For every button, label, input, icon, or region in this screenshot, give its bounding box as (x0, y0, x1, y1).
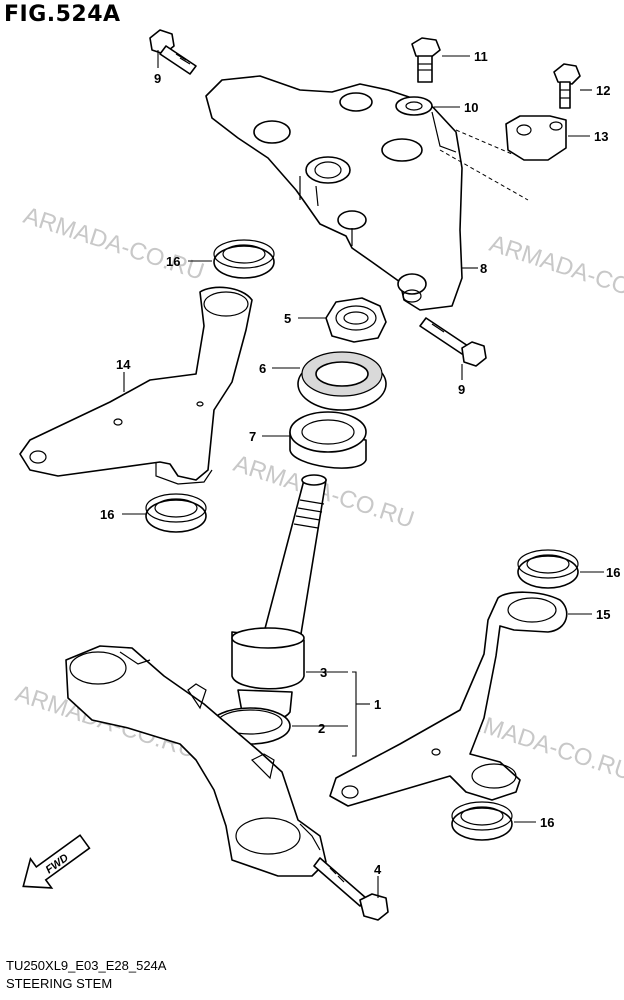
callout-1: 1 (374, 697, 381, 712)
watermark-1: ARMADA-CO.RU (20, 202, 207, 286)
part-15-right-bracket (329, 591, 592, 807)
figure-title: FIG.524A (4, 2, 121, 27)
part-14-left-bracket (19, 286, 253, 485)
part-6-bearing-race (272, 351, 387, 411)
callout-4: 4 (374, 862, 382, 877)
callout-2: 2 (318, 721, 325, 736)
callout-3: 3 (320, 665, 327, 680)
figure-code: TU250XL9_E03_E28_524A (6, 958, 167, 973)
fwd-arrow-icon: FWD (22, 834, 91, 889)
callout-16a: 16 (166, 254, 180, 269)
callout-15: 15 (596, 607, 610, 622)
part-16-dust-seal-a (188, 239, 275, 279)
callout-13: 13 (594, 129, 608, 144)
watermark-2: ARMADA-CO.RU (486, 230, 624, 314)
part-16-dust-seal-b (122, 493, 207, 533)
callout-12: 12 (596, 83, 610, 98)
part-9-bolt-bottom (419, 317, 487, 380)
figure-name: STEERING STEM (6, 976, 113, 991)
callout-11: 11 (474, 49, 488, 64)
part-16-dust-seal-d (451, 801, 536, 841)
callout-9a: 9 (154, 71, 161, 86)
part-16-dust-seal-c (517, 549, 604, 589)
part-10-washer (395, 96, 460, 116)
part-12-bolt (553, 63, 592, 109)
part-5-steering-nut (298, 297, 387, 343)
callout-16b: 16 (100, 507, 114, 522)
callout-8: 8 (480, 261, 487, 276)
part-1-lower-bracket (65, 645, 327, 877)
part-11-bolt (411, 37, 470, 83)
part-9-bolt-top (149, 29, 197, 75)
part-8-upper-bracket (205, 75, 529, 311)
callout-9b: 9 (458, 382, 465, 397)
callout-labels: 1 2 3 4 5 6 7 8 9 9 10 11 12 13 14 15 16… (100, 49, 620, 877)
part-7-bearing (262, 411, 367, 469)
callout-6: 6 (259, 361, 266, 376)
callout-10: 10 (464, 100, 478, 115)
callout-16c: 16 (606, 565, 620, 580)
callout-16d: 16 (540, 815, 554, 830)
part-1-steering-stem (209, 474, 370, 757)
callout-7: 7 (249, 429, 256, 444)
callout-14: 14 (116, 357, 131, 372)
part-4-bolt (313, 857, 389, 921)
part-13-clamp (505, 115, 590, 161)
callout-5: 5 (284, 311, 291, 326)
